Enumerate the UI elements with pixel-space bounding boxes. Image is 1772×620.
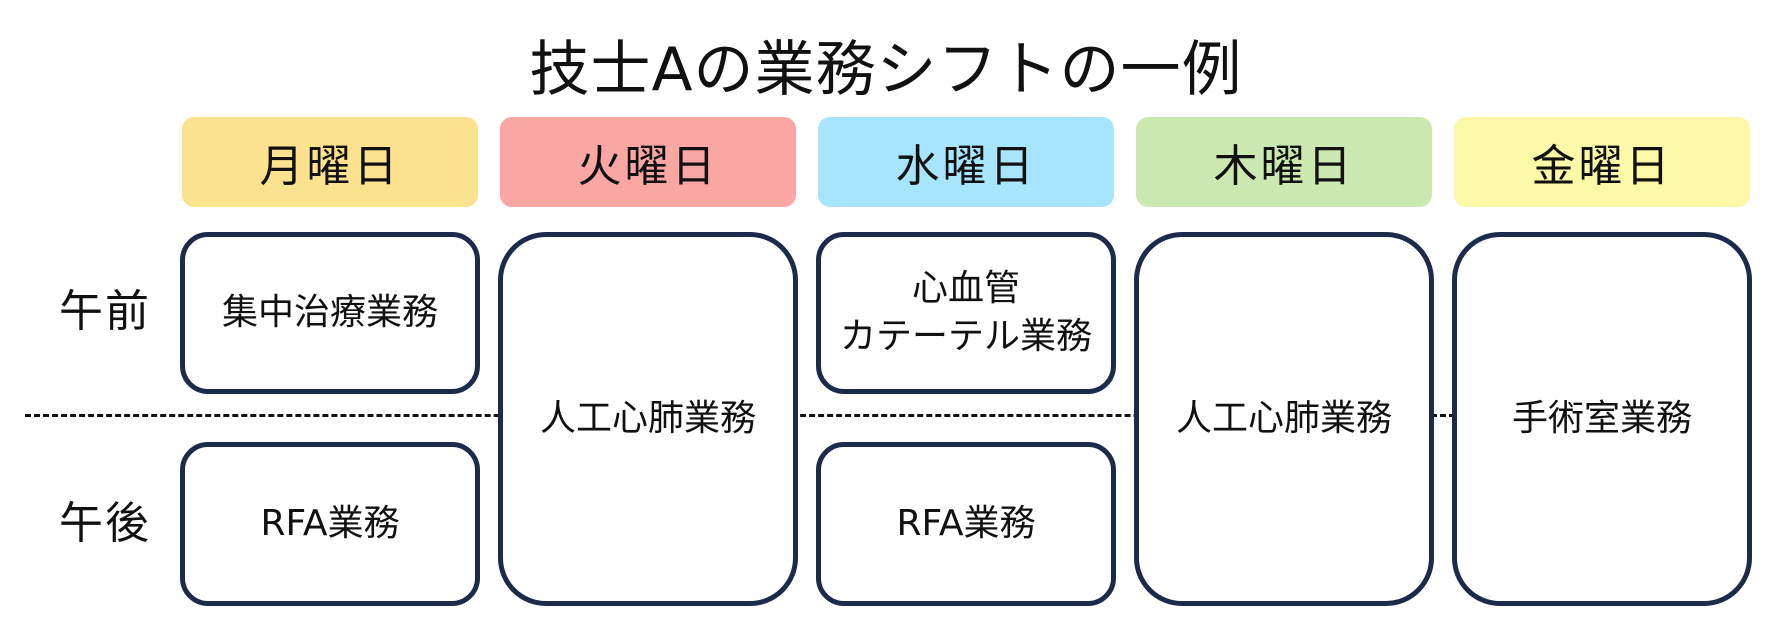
diagram-title: 技士Aの業務シフトの一例: [529, 35, 1243, 105]
day-header-thursday: 木曜日: [1136, 117, 1432, 207]
task-box-wednesday-morning: 心血管 カテーテル業務: [816, 232, 1116, 394]
task-box-wednesday-afternoon: RFA業務: [816, 442, 1116, 606]
task-box-monday-afternoon: RFA業務: [180, 442, 480, 606]
period-label-afternoon: 午後: [59, 498, 151, 549]
day-header-wednesday: 水曜日: [818, 117, 1114, 207]
task-box-friday-all-day: 手術室業務: [1452, 232, 1752, 606]
task-box-monday-morning: 集中治療業務: [180, 232, 480, 394]
task-box-thursday-all-day: 人工心肺業務: [1134, 232, 1434, 606]
day-header-friday: 金曜日: [1454, 117, 1750, 207]
task-box-tuesday-all-day: 人工心肺業務: [498, 232, 798, 606]
day-header-monday: 月曜日: [182, 117, 478, 207]
period-label-morning: 午前: [59, 286, 151, 337]
day-header-tuesday: 火曜日: [500, 117, 796, 207]
